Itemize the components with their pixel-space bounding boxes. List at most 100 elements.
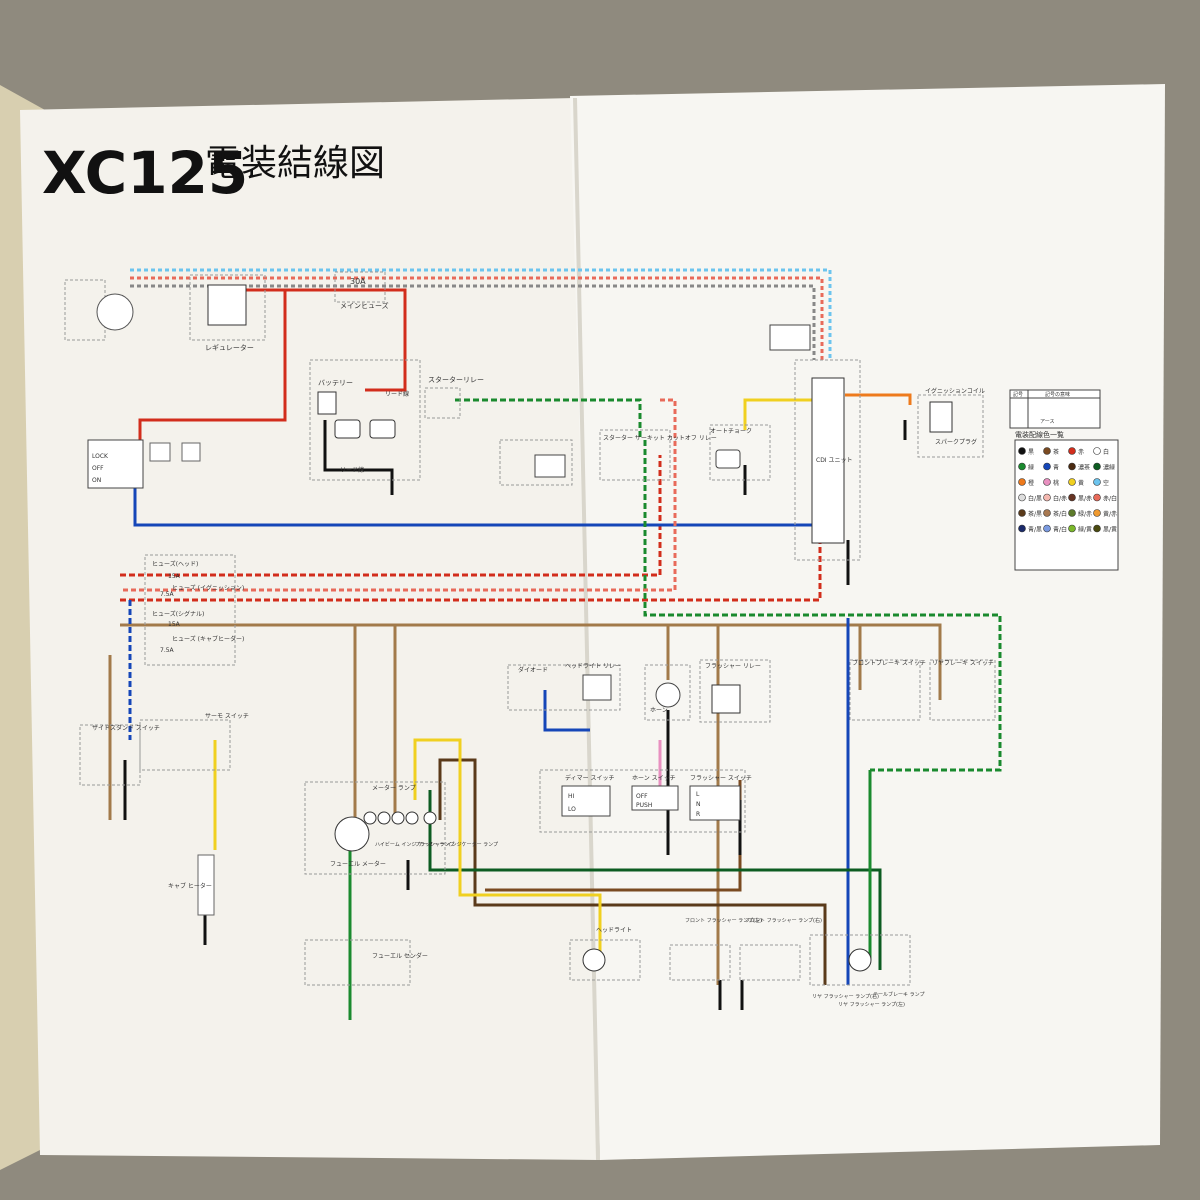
flasher-indicator-label: フラッシャー インジケーター ランプ: [415, 841, 498, 848]
tail-brake-lamp-label: テールブレーキ ランプ: [873, 991, 924, 998]
dimmer-switch-symbol: [561, 785, 611, 817]
horn-label: ホーン: [650, 707, 668, 714]
meter-lamp-2: [377, 811, 391, 825]
legend-swatch: [1018, 462, 1026, 471]
legend-swatch: [1068, 462, 1076, 471]
legend-label: 白/赤: [1053, 495, 1067, 503]
wire-red-white-relay: [120, 398, 677, 592]
starter-relay-label: スターターリレー: [428, 375, 484, 384]
color-legend: 電装配線色一覧 黒茶赤白緑青濃茶濃緑橙桃黄空白/黒白/赤黒/赤赤/白茶/黒茶/白…: [1014, 430, 1119, 571]
main-fuse-rating: 30A: [350, 277, 366, 286]
dimmer-lo: LO: [568, 806, 576, 813]
battery-connector-1: [334, 419, 361, 439]
carb-heater-symbol: [197, 854, 215, 916]
battery-connector-2: [369, 419, 396, 439]
color-legend-items: 黒茶赤白緑青濃茶濃緑橙桃黄空白/黒白/赤黒/赤赤/白茶/黒茶/白緑/赤黄/赤青/…: [1018, 447, 1117, 534]
legend-label: 白: [1103, 448, 1109, 456]
battery-label: バッテリー: [318, 379, 353, 387]
auto-choke-connector: [715, 449, 741, 469]
horn-box: [644, 664, 691, 721]
starter-relay-box: [424, 387, 461, 419]
legend-swatch: [1018, 493, 1026, 502]
flasher-relay-symbol: [711, 684, 741, 714]
regulator-box: [189, 274, 266, 341]
left-page: [20, 98, 600, 1160]
legend-swatch: [1093, 447, 1101, 455]
cdi-outer-box: [794, 359, 861, 561]
cdi-connector: [769, 324, 811, 351]
horn-symbol: [655, 682, 681, 708]
ignition-coil-symbol: [929, 401, 953, 433]
main-switch-off: OFF: [92, 465, 104, 472]
legend-swatch: [1043, 462, 1051, 471]
flasher-indicator-lamp-1: [405, 811, 419, 825]
starter-switch-symbol: [534, 454, 566, 478]
rear-lamps-box: [809, 934, 911, 986]
symbol-legend-ground: アース: [1040, 419, 1054, 425]
legend-swatch: [1018, 447, 1026, 455]
battery-box: [309, 359, 421, 481]
main-switch-connector-2: [181, 442, 201, 462]
legend-swatch: [1043, 447, 1051, 455]
rear-brake-switch-label: リヤブレーキ スイッチ: [932, 659, 994, 667]
legend-label: 緑: [1028, 464, 1034, 472]
legend-label: 緑/赤: [1078, 510, 1092, 518]
legend-label: 黒: [1028, 449, 1034, 456]
lead-minus-label: リード線: [340, 466, 364, 474]
front-brake-switch-box: [849, 659, 921, 721]
legend-swatch: [1018, 524, 1026, 533]
fuel-sender-label: フューエル センダー: [372, 952, 428, 960]
ignition-coil-label: イグニッションコイル: [925, 387, 985, 395]
starter-cut-relay-box: [599, 429, 671, 481]
wire-red-cdi: [120, 535, 822, 602]
legend-swatch: [1093, 509, 1101, 517]
regulator-symbol: [207, 284, 247, 326]
wire-red-main: [240, 288, 407, 392]
wire-red-regulator: [138, 290, 287, 445]
diode-label: ダイオード: [518, 666, 548, 674]
sidestand-switch-label: サイドスタンド スイッチ: [92, 724, 160, 732]
flasher-n: N: [696, 801, 701, 808]
page-fold: [573, 97, 600, 1161]
ac-generator-symbol: [96, 293, 134, 331]
legend-swatch: [1093, 493, 1101, 502]
headlight-box: [569, 939, 641, 981]
main-switch-box: [87, 439, 144, 489]
fuse-ignition-label: ヒューズ (イグニッション): [172, 584, 244, 592]
legend-label: 青: [1053, 464, 1059, 472]
legend-swatch: [1043, 509, 1051, 517]
wire-darkgreen-rear: [428, 790, 882, 970]
flasher-relay-box: [699, 659, 771, 723]
wire-green-top: [455, 398, 642, 440]
components: レギュレーター 30A メインヒューズ バッテリー リード線 リード線 スタータ…: [64, 271, 1101, 1008]
fuse-head-rating: 15A: [168, 573, 181, 580]
ignition-coil-box: [917, 394, 984, 458]
rear-flasher-right-label: リヤ フラッシャー ランプ(右): [812, 993, 879, 1000]
starter-switch-box: [499, 439, 573, 486]
legend-swatch: [1018, 509, 1026, 517]
flasher-switch-symbol: [689, 785, 741, 821]
symbol-legend-header-symbol: 記号: [1013, 391, 1023, 398]
legend-label: 黒/赤: [1078, 496, 1092, 503]
thermo-switch-label: サーモ スイッチ: [205, 713, 249, 720]
wire-brown-main: [120, 623, 942, 700]
legend-label: 黄: [1078, 479, 1084, 487]
wire-harness-top: [130, 268, 832, 360]
fuse-signal-rating: 15A: [168, 621, 181, 628]
wire-orange-coil: [845, 393, 912, 405]
rear-brake-switch-box: [929, 659, 996, 721]
legend-label: 空: [1103, 479, 1109, 487]
battery-symbol: [317, 391, 337, 415]
fuse-cap-heater-rating: 7.5A: [160, 647, 175, 654]
legend-swatch: [1093, 478, 1101, 486]
headlight-label: ヘッドライト: [596, 927, 632, 934]
legend-label: 青/白: [1053, 526, 1067, 534]
front-flasher-left-label: フロント フラッシャー ランプ(左): [685, 917, 762, 924]
auto-choke-box: [709, 424, 771, 481]
color-legend-title: 電装配線色一覧: [1015, 430, 1064, 439]
headlight-relay-symbol: [582, 674, 612, 701]
model-title: XC125: [42, 139, 248, 207]
legend-label: 黒/黄: [1103, 526, 1117, 534]
dimmer-hi: HI: [568, 793, 575, 800]
hibeam-indicator-label: ハイビーム インジ ケーター ランプ: [375, 841, 454, 848]
